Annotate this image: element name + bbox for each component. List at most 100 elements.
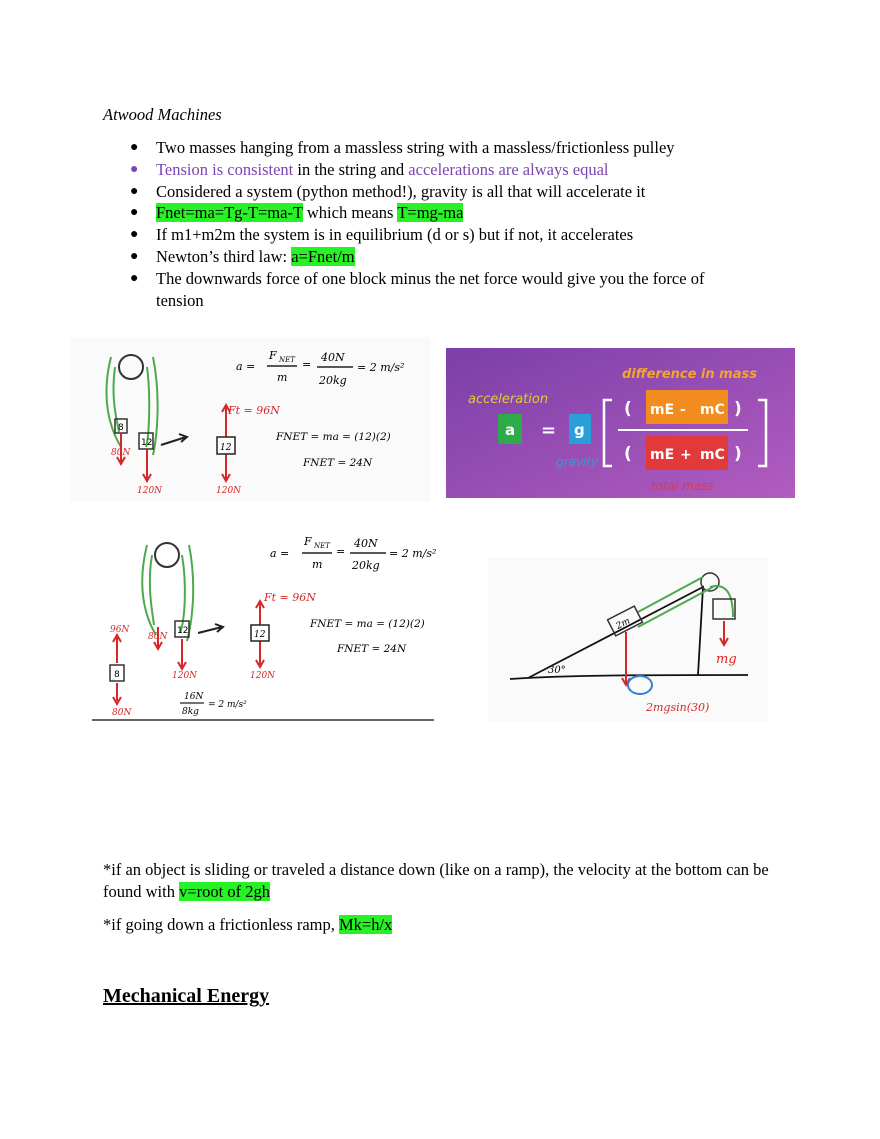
force-label: 2mgsin(30) [645, 701, 709, 714]
angle-label: 30° [548, 665, 566, 676]
note-frictionless: *if going down a frictionless ramp, Mk=h… [103, 914, 783, 936]
bullet-text: which means [302, 203, 398, 223]
mass-right-label: 12 [177, 626, 188, 636]
bullet-dot: ● [130, 227, 139, 243]
fnet-line-2: FNET = 24N [302, 457, 373, 469]
eq-denominator-m: m [277, 371, 287, 384]
eq-a: a = [270, 547, 289, 560]
fbd-block-label: 12 [254, 630, 266, 640]
bullet-item: ● Newton’s third law: a=Fnet/m [130, 246, 756, 268]
acceleration-formula-graphic: difference in mass acceleration a = g gr… [446, 348, 795, 498]
pulley [700, 572, 720, 592]
eq-denominator-m: m [312, 558, 322, 571]
bullet-dot: ● [130, 183, 139, 199]
eq-numerator: 40N [353, 537, 378, 550]
extra-denominator: 8kg [182, 707, 199, 717]
pulley-rope [141, 542, 195, 642]
force-arrows [621, 621, 729, 688]
pulley-rope [105, 354, 159, 456]
den-m1: mE [650, 447, 674, 463]
gravity-label: gravity [556, 455, 599, 469]
total-mass-label: total mass [651, 479, 714, 493]
bullet-text: Considered a system (python method!), gr… [156, 181, 646, 201]
g-box [569, 414, 591, 444]
bullet-item: ● Two masses hanging from a massless str… [130, 137, 756, 159]
bullet-dot: ● [130, 270, 139, 286]
bullet-item: ● Tension is consistent in the string an… [130, 159, 756, 181]
bullet-text-purple: accelerations are always equal [408, 159, 609, 179]
den-m2: mC [700, 447, 725, 463]
bullet-item: ● Fnet=ma=Tg-T=ma-T which means T=mg-ma [130, 202, 756, 224]
circled-force [627, 675, 653, 695]
fnet-line-2: FNET = 24N [336, 643, 407, 655]
force-80n: 80N [148, 632, 168, 642]
force-arrows [116, 402, 231, 484]
brackets [602, 398, 768, 468]
atwood-sketch-2: 12 8 12 96N 80N 80N 120N 120N Ft = 96N a… [92, 535, 436, 721]
bullet-item: ● Considered a system (python method!), … [130, 181, 756, 203]
mass-left-box [109, 664, 125, 682]
a-symbol: a [505, 421, 515, 439]
force-arrows [112, 598, 265, 707]
bullet-item: ● The downwards force of one block minus… [130, 268, 756, 312]
arrow-to-fbd [160, 433, 189, 446]
g-symbol: g [574, 421, 585, 439]
mechanical-energy-heading: Mechanical Energy [103, 985, 270, 1007]
hanging-mass [712, 598, 736, 620]
bullet-text-purple: Tension is consistent [156, 159, 294, 179]
extra-numerator: 16N [184, 692, 204, 702]
highlighted-formula: a=Fnet/m [291, 246, 355, 266]
mass-left-label: 8 [114, 670, 120, 680]
fbd-block-label: 12 [220, 443, 232, 453]
difference-label: difference in mass [622, 367, 757, 382]
denominator-box [646, 436, 728, 470]
eq-denominator: 20kg [318, 374, 347, 387]
fbd-block [216, 436, 236, 455]
tension-label: Ft = 96N [227, 404, 280, 417]
den-paren-open: ( [624, 444, 632, 464]
den-paren-close: ) [734, 444, 742, 464]
force-80n: 80N [111, 448, 131, 458]
ground-line [509, 674, 749, 680]
bullet-text: If m1+m2m the system is in equilibrium (… [156, 225, 634, 245]
note-text: *if an object is sliding or traveled a d… [103, 860, 769, 901]
mass-on-ramp [606, 605, 644, 637]
eq-result: = 2 m/s² [357, 361, 404, 374]
force-120n-a: 120N [172, 671, 198, 681]
mass-left-label: 8 [118, 423, 124, 433]
bullet-dot: ● [130, 248, 139, 264]
mass-right-box [174, 620, 190, 638]
eq-equals: = [336, 545, 345, 558]
bullet-item: ● If m1+m2m the system is in equilibrium… [130, 224, 756, 246]
incline-sketch: 2m 30° mg 2mgsin(30) [488, 557, 768, 722]
extra-result: = 2 m/s² [208, 700, 247, 710]
eq-a: a = [236, 360, 255, 373]
sketch-background [71, 337, 431, 502]
num-paren-open: ( [624, 399, 632, 419]
bullet-list: ● Two masses hanging from a massless str… [130, 137, 756, 311]
note-text: *if going down a frictionless ramp, [103, 915, 339, 934]
den-op: + [680, 447, 692, 463]
highlighted-formula: Mk=h/x [339, 915, 393, 934]
eq-denominator: 20kg [351, 559, 380, 572]
eq-fnet: F [303, 535, 312, 548]
bullet-text: The downwards force of one block minus t… [156, 268, 705, 310]
eq-fnet: F [268, 349, 277, 362]
mass-right-label: 12 [141, 438, 152, 448]
bullet-dot: ● [130, 205, 139, 221]
highlighted-formula: Fnet=ma=Tg-T=ma-T [156, 203, 303, 223]
tension-label: Ft = 96N [263, 591, 316, 604]
equals-sign: = [541, 420, 556, 441]
mg-label: mg [716, 652, 737, 667]
fnet-line-1: FNET = ma = (12)(2) [275, 431, 391, 443]
note-velocity: *if an object is sliding or traveled a d… [103, 859, 783, 903]
num-paren-close: ) [734, 399, 742, 419]
eq-fnet-sub: NET [313, 542, 331, 550]
force-96n: 96N [110, 625, 130, 635]
fbd-block [250, 624, 270, 642]
a-box [498, 414, 522, 444]
bullet-text: Newton’s third law: [156, 246, 292, 266]
fnet-line-1: FNET = ma = (12)(2) [309, 618, 425, 630]
force-120n-b: 120N [250, 671, 276, 681]
num-m1: mE [650, 402, 674, 418]
